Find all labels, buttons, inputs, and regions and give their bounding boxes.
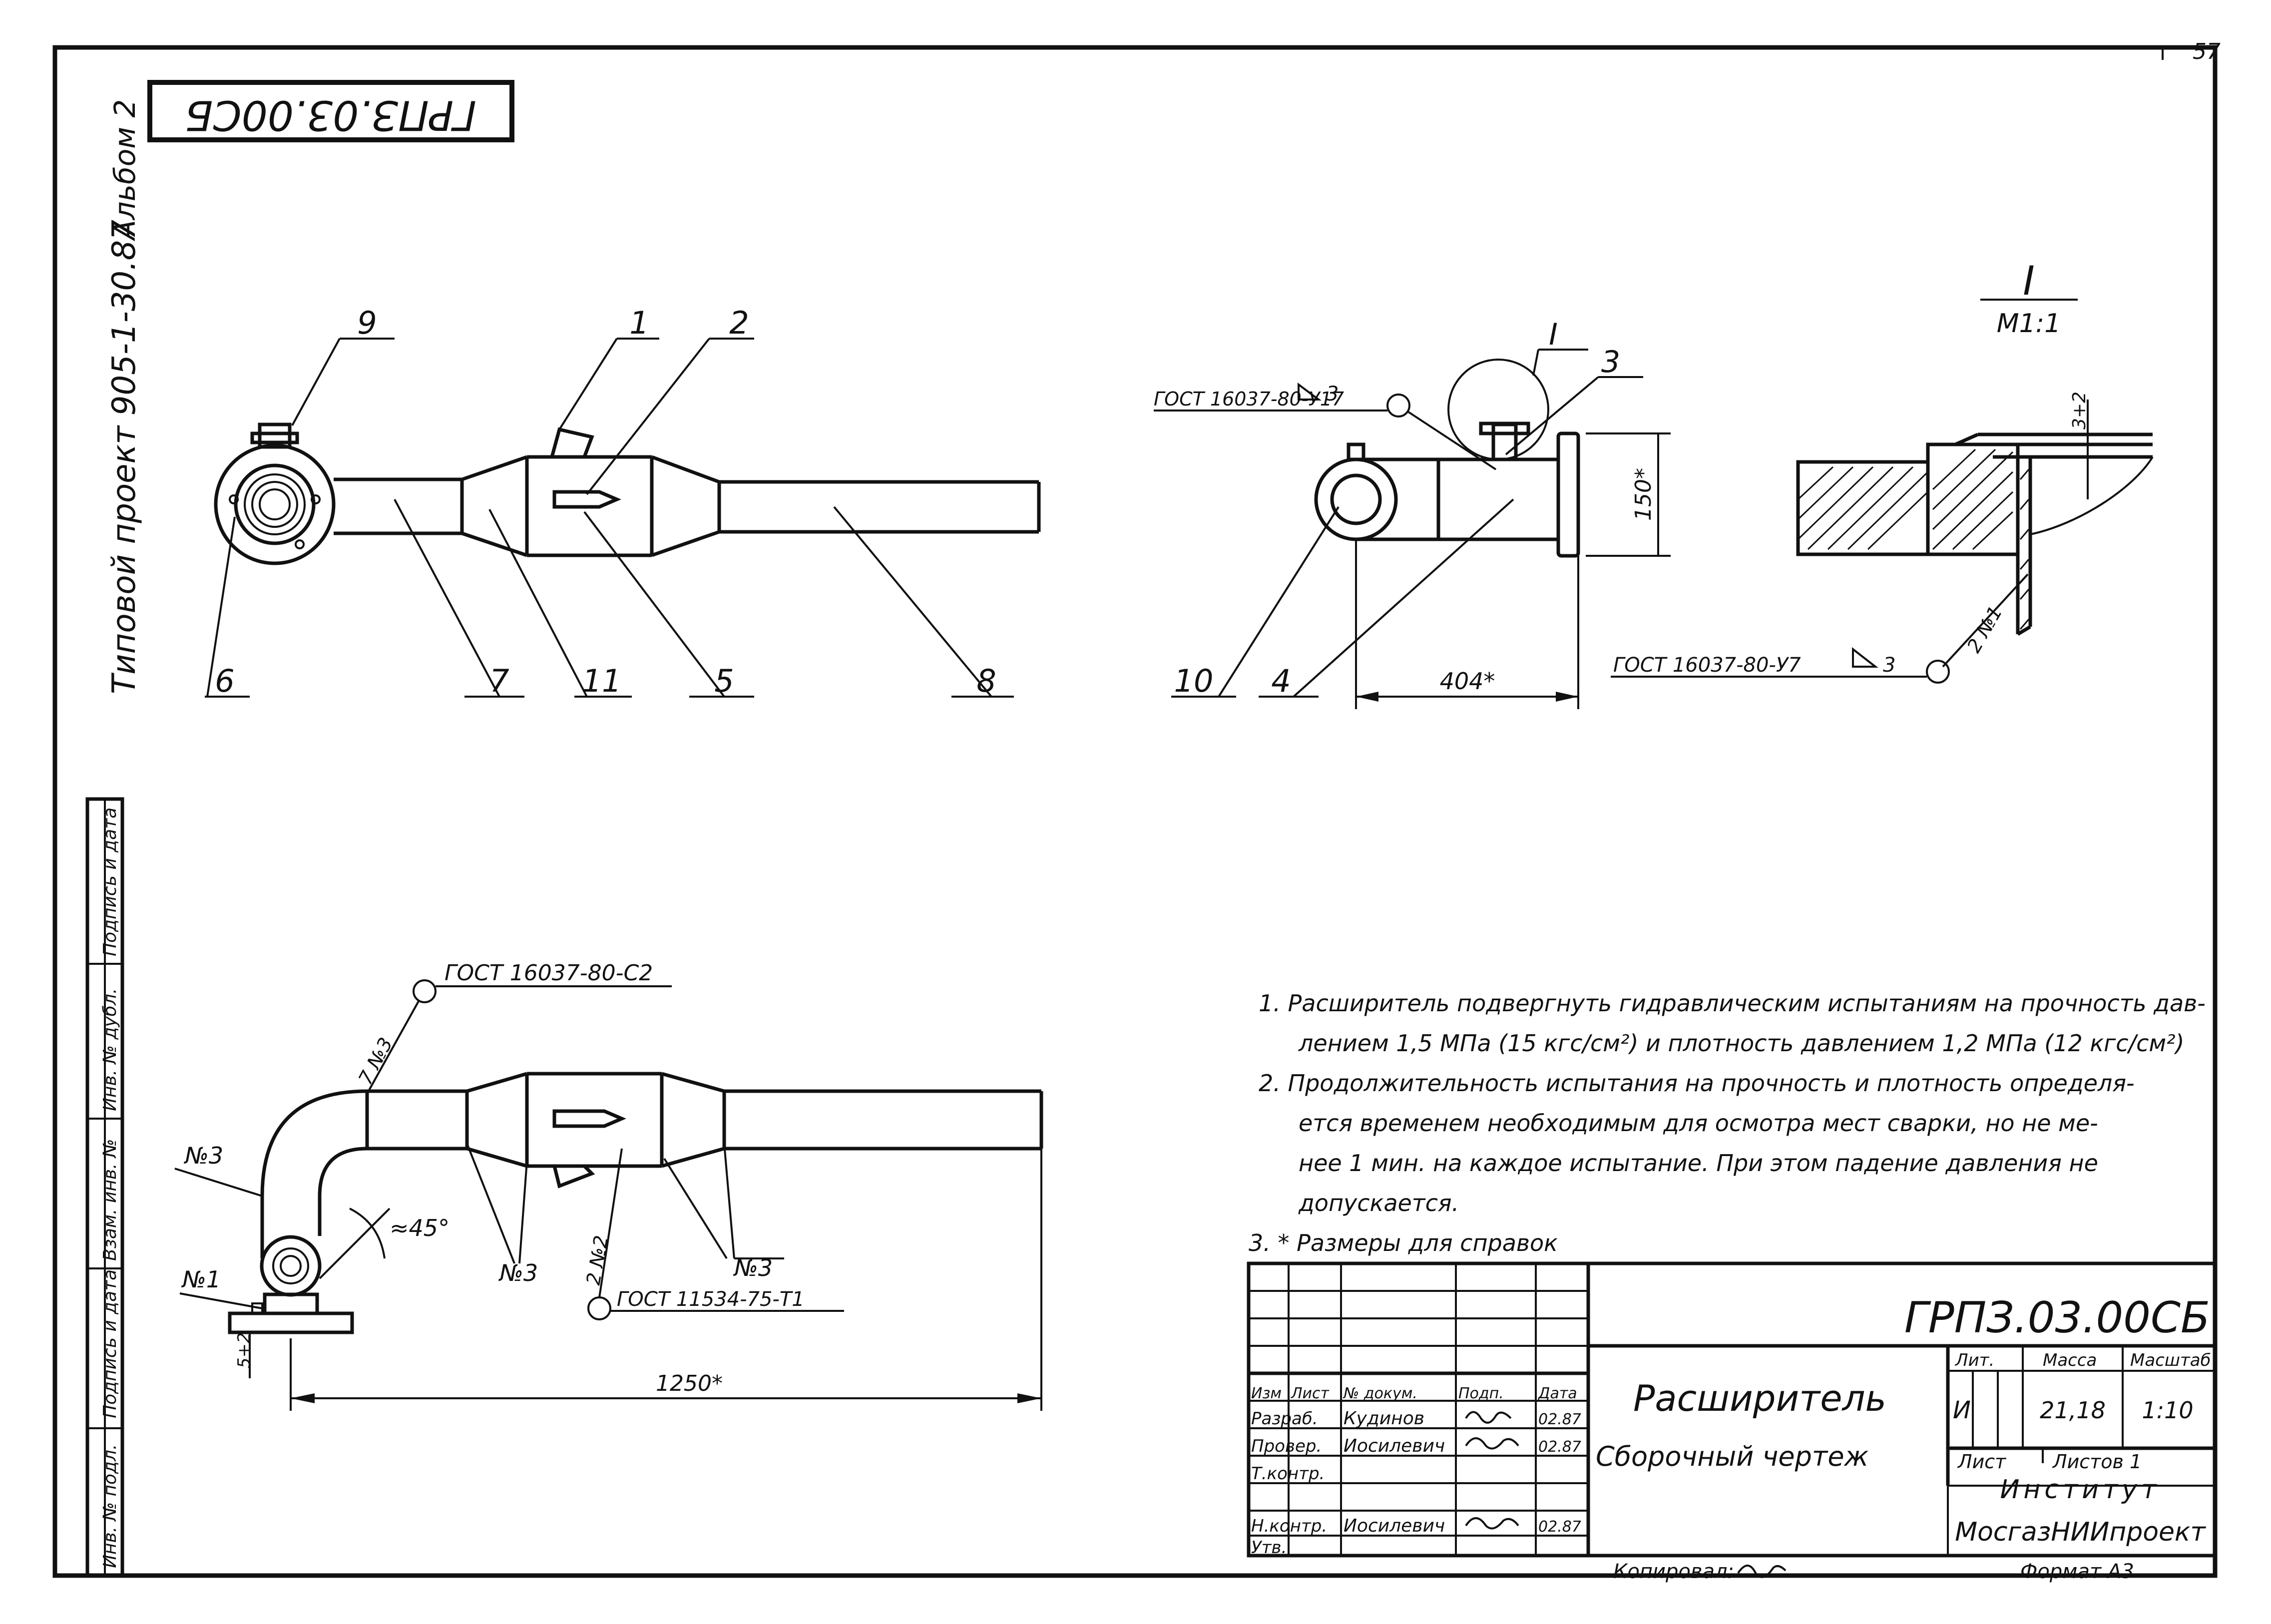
- strip-cell-1: Инв. № подл.: [100, 1444, 120, 1568]
- dim-1250: 1250*: [656, 1371, 723, 1396]
- strip-cell-5: Подпись и дата: [100, 808, 120, 956]
- signature-2: [1465, 1437, 1519, 1450]
- tb-col-list: Лист: [1291, 1385, 1330, 1402]
- tb-sheets-label: Листов 1: [2052, 1451, 2142, 1473]
- weld-label-top: ГОСТ 16037-80-У17: [1154, 388, 1344, 410]
- tb-person-4: Иосилевич: [1344, 1516, 1445, 1536]
- tb-role-5: Утв.: [1251, 1538, 1287, 1558]
- callout-3: 3: [1601, 345, 1620, 380]
- note-line-5: нее 1 мин. на каждое испытание. При этом…: [1299, 1150, 2098, 1177]
- note-line-1: 1. Расширитель подвергнуть гидравлически…: [1259, 990, 2206, 1017]
- callout-10: 10: [1174, 663, 1214, 699]
- callout-9: 9: [357, 305, 377, 341]
- tb-role-3: Т.контр.: [1251, 1464, 1325, 1484]
- detail-weld-label: ГОСТ 16037-80-У7: [1613, 654, 1801, 677]
- side-album-title: Альбом 2: [108, 99, 142, 242]
- tb-name: Расширитель: [1633, 1377, 1886, 1419]
- tb-date-1: 02.87: [1538, 1411, 1581, 1428]
- signature-4: [1465, 1517, 1519, 1530]
- note-line-6: допускается.: [1298, 1190, 1459, 1217]
- angle-label: ≈45°: [390, 1215, 450, 1241]
- tb-col-izm: Изм: [1251, 1385, 1282, 1402]
- gap-5-2: 5+2: [234, 1332, 254, 1368]
- tb-org-line1: Институт: [2000, 1475, 2161, 1505]
- tb-org-line2: МосгазНИИпроект: [1955, 1517, 2206, 1547]
- view2-expander-side: [1154, 349, 1671, 709]
- tb-copied: Копировал:: [1613, 1560, 1734, 1583]
- tb-role-4: Н.контр.: [1251, 1516, 1327, 1536]
- note-line-7: 3. * Размеры для справок: [1249, 1229, 1558, 1256]
- side-strip: Инв. № подл. Подпись и дата Взам. инв. №…: [85, 797, 124, 1578]
- detail-title: I: [2023, 258, 2035, 304]
- detail-marker: I: [1549, 317, 1558, 352]
- ref-no1: №1: [181, 1266, 221, 1293]
- tb-role-1: Разраб.: [1251, 1409, 1318, 1429]
- callout-6: 6: [215, 663, 234, 699]
- tb-lit-value: И: [1953, 1396, 1971, 1424]
- note-line-4: ется временем необходимым для осмотра ме…: [1299, 1110, 2098, 1137]
- technical-notes: 1. Расширитель подвергнуть гидравлически…: [1249, 990, 2206, 1256]
- strip-cell-3: Взам. инв. №: [100, 1139, 120, 1261]
- strip-cell-2: Подпись и дата: [100, 1269, 120, 1418]
- tb-doc-code: ГРПЗ.03.00СБ: [1904, 1293, 2210, 1343]
- detail-weld-leg: 3: [1883, 654, 1895, 677]
- ref-no3-left: №3: [498, 1259, 538, 1286]
- callout-4: 4: [1271, 663, 1291, 699]
- tb-subtitle: Сборочный чертеж: [1596, 1441, 1869, 1472]
- tb-scale-label: Масштаб: [2130, 1350, 2211, 1370]
- tb-col-doc: № докум.: [1343, 1385, 1417, 1402]
- detail-I: [1611, 299, 2154, 684]
- weld-leg-top: 3: [1326, 383, 1339, 406]
- tb-mass-value: 21,18: [2040, 1397, 2106, 1424]
- side-project-title: Типовой проект 905-1-30.87: [106, 220, 143, 694]
- tb-lit-label: Лит.: [1954, 1350, 1994, 1370]
- detail-scale: М1:1: [1997, 309, 2061, 339]
- top-stamp-box: [147, 80, 514, 142]
- tb-col-date: Дата: [1537, 1385, 1577, 1402]
- weld-bottom-ref: 2 №2: [582, 1233, 613, 1286]
- dim-404: 404*: [1440, 668, 1495, 695]
- weld-top-label: ГОСТ 16037-80-С2: [445, 960, 653, 986]
- outer-border: [52, 45, 2218, 1578]
- ref-no3-right: №3: [733, 1254, 773, 1281]
- weld-top-ref: 7 №3: [354, 1034, 397, 1088]
- sheet-number: 57: [2193, 39, 2221, 64]
- detail-gap-dim: 3+2: [2069, 392, 2090, 429]
- tb-date-4: 02.87: [1538, 1518, 1581, 1536]
- note-line-3: 2. Продолжительность испытания на прочно…: [1259, 1070, 2135, 1097]
- view1-expander-plan: [205, 338, 1041, 698]
- callout-2: 2: [729, 305, 749, 341]
- detail-weld-ref: 2 №1: [1963, 602, 2007, 657]
- tb-scale-value: 1:10: [2142, 1397, 2193, 1424]
- callout-7: 7: [489, 663, 509, 699]
- top-stamp-code: ГРПЗ.03.00СБ: [185, 91, 476, 139]
- signature-1: [1465, 1411, 1512, 1424]
- title-block: [1247, 1261, 2217, 1558]
- ref-no3-elbow: №3: [183, 1142, 223, 1169]
- tb-format: Формат А3: [2020, 1560, 2134, 1583]
- strip-cell-4: Инв. № дубл.: [100, 988, 120, 1111]
- callout-5: 5: [714, 663, 734, 699]
- tb-person-1: Кудинов: [1344, 1408, 1424, 1429]
- copied-signature: [1737, 1565, 1787, 1578]
- callout-11: 11: [582, 663, 622, 699]
- tb-col-sign: Подп.: [1458, 1385, 1504, 1402]
- tb-person-2: Иосилевич: [1344, 1436, 1445, 1456]
- dim-150: 150*: [1631, 468, 1656, 521]
- callout-8: 8: [976, 663, 996, 699]
- tb-date-2: 02.87: [1538, 1438, 1581, 1456]
- tb-mass-label: Масса: [2043, 1350, 2097, 1370]
- view3-expander-front: [174, 979, 1043, 1411]
- tb-role-2: Провер.: [1251, 1436, 1322, 1456]
- callout-1: 1: [629, 305, 649, 341]
- weld-bottom-label: ГОСТ 11534-75-Т1: [617, 1288, 805, 1311]
- tb-sheet-label: Лист: [1957, 1451, 2007, 1473]
- note-line-2: лением 1,5 МПа (15 кгс/см²) и плотность …: [1298, 1030, 2184, 1057]
